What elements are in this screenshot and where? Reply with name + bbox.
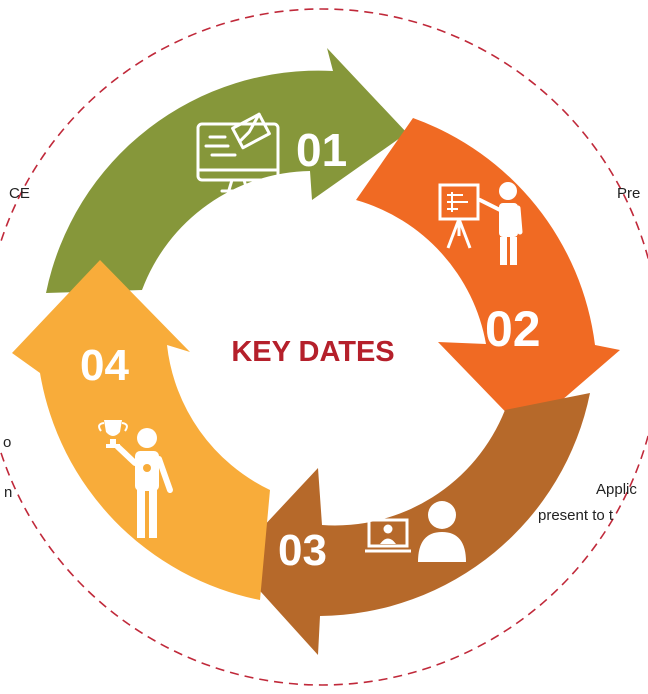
side-text-left-bottom: n [4,484,13,501]
dashed-outer-ring [0,8,648,686]
side-text-left-top: CE [9,185,30,202]
side-text-left-middle: o [3,434,12,451]
step-01-number: 01 [296,124,347,176]
center-title: KEY DATES [231,336,394,368]
step-02-number: 02 [485,301,541,357]
presenter-icon [438,182,523,265]
step-03-arrow [232,393,590,655]
step-04-number: 04 [80,341,129,390]
email-monitor-icon [196,112,280,193]
side-text-right-bottom-line2: present to t [538,507,614,524]
step-03-number: 03 [278,526,327,575]
step-02-arrow [356,118,620,432]
side-text-right-top: Pre [617,185,641,202]
side-text-right-bottom-line1: Applic [596,481,637,498]
trophy-winner-icon [98,420,173,538]
video-call-icon [365,501,466,562]
